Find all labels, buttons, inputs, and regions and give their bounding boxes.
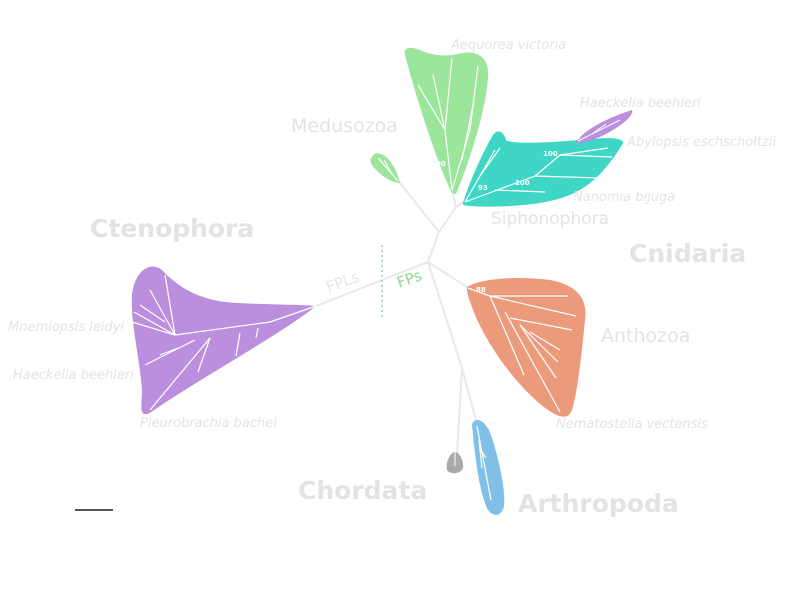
siphonophora-branches [464, 147, 613, 203]
arthropoda-clade [472, 419, 505, 515]
species-nanomia-bijuga: Nanomia bijuga [573, 190, 676, 205]
bootstrap-haeckelia-top: 100 [566, 133, 581, 141]
bootstrap-medusozoa: 100 [431, 160, 446, 168]
species-haeckelia-beehleri-left: Haeckelia beehleri [13, 368, 134, 383]
ctenophora-clade [131, 266, 316, 415]
bootstrap-siphonophora-upper: 100 [543, 150, 558, 158]
label-siphonophora: Siphonophora [491, 209, 610, 229]
anthozoa-branches [467, 287, 577, 413]
haeckelia-top-branches [577, 119, 621, 142]
ctenophora-branches [131, 274, 317, 411]
label-medusozoa: Medusozoa [291, 115, 398, 137]
label-anthozoa: Anthozoa [601, 325, 691, 347]
medusozoa-small-branches [377, 157, 399, 182]
anthozoa-clade [466, 278, 586, 417]
medusozoa-large-branches [417, 57, 479, 191]
scale-bar [75, 509, 113, 511]
bootstrap-siphonophora-base: 93 [478, 184, 488, 192]
label-chordata: Chordata [298, 476, 428, 505]
species-aequorea-victoria: Aequorea victoria [451, 38, 567, 53]
arthropoda-branches [476, 425, 492, 501]
label-cnidaria: Cnidaria [629, 239, 747, 268]
bootstrap-siphonophora-lower: 100 [515, 179, 530, 187]
species-nematostella-vectensis: Nematostella vectensis [556, 417, 708, 432]
label-ctenophora: Ctenophora [90, 214, 255, 243]
label-arthropoda: Arthropoda [518, 489, 679, 518]
backbone-branches [315, 182, 478, 455]
species-mnemiopsis-leidyi: Mnemiopsis leidyi [8, 320, 125, 335]
medusozoa-large-clade [404, 47, 489, 194]
species-pleurobrachia-bachei: Pleurobrachia bachei [140, 416, 277, 431]
species-haeckelia-beehleri-top: Haeckelia beehleri [580, 96, 701, 111]
bootstrap-anthozoa: 88 [476, 286, 486, 294]
species-abylopsis-eschscholtzii: Abylopsis eschscholtzii [627, 135, 776, 150]
